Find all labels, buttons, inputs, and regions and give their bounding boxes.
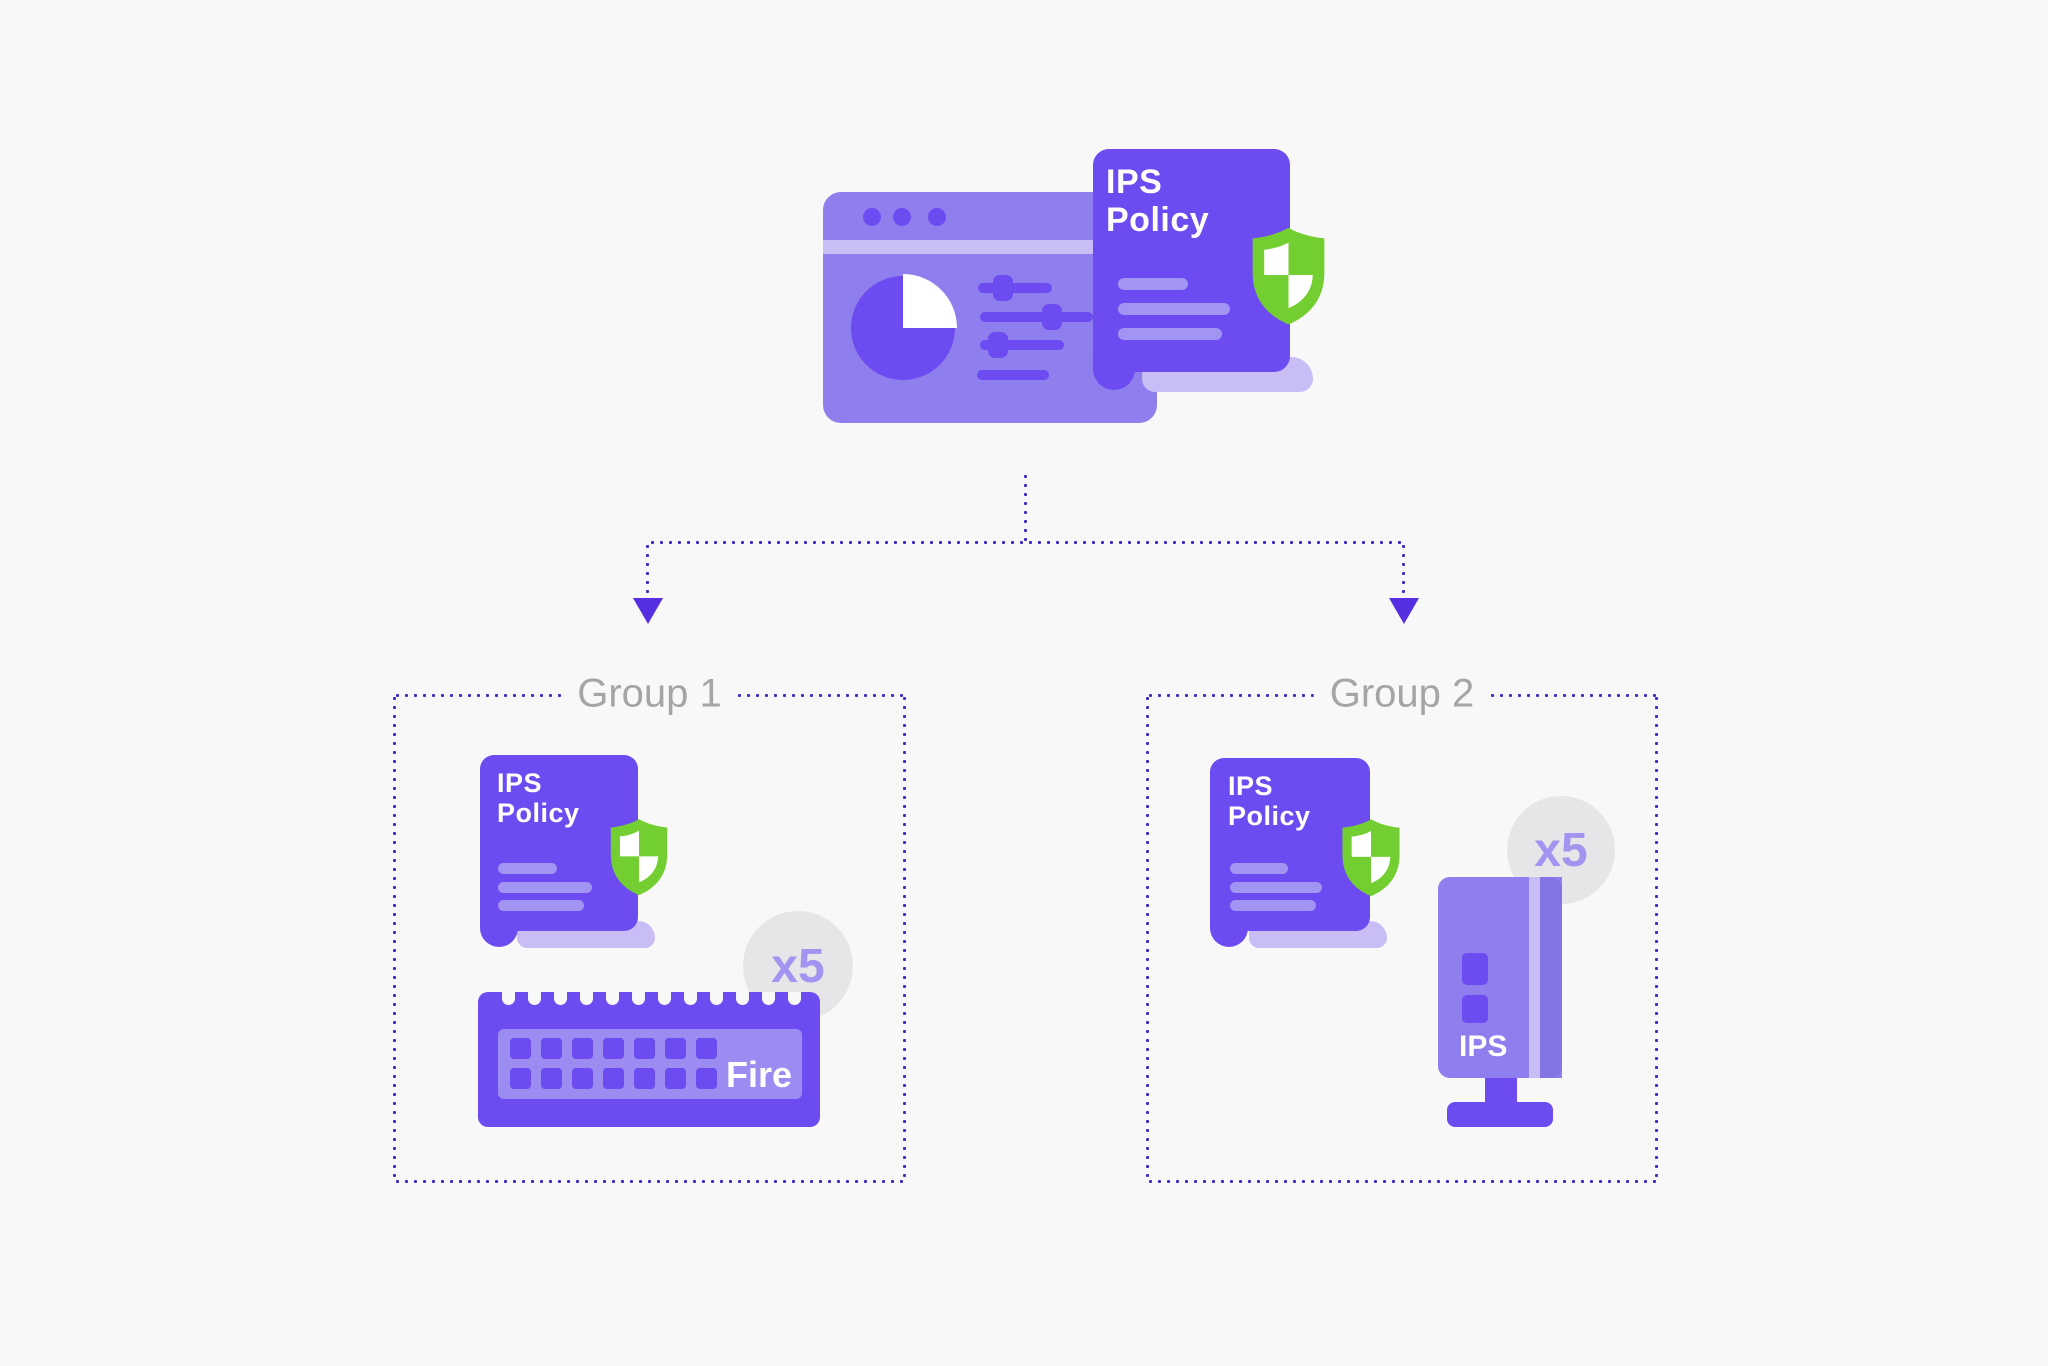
firewall-port xyxy=(696,1038,717,1059)
count-badge-text: x5 xyxy=(771,939,825,993)
document-text-line xyxy=(1118,278,1188,290)
group-label: Group 2 xyxy=(1313,671,1491,717)
slider-knob xyxy=(1042,304,1062,330)
group-box-border xyxy=(1146,1180,1658,1183)
document-text-line xyxy=(1230,882,1322,893)
arrow-down-icon xyxy=(1389,598,1419,624)
firewall-port xyxy=(696,1068,717,1089)
connector-drop-line-left xyxy=(646,542,649,598)
group-box-border xyxy=(1655,694,1658,1183)
appliance-button xyxy=(1462,953,1488,985)
firewall-tooth xyxy=(762,992,775,1005)
slider-track xyxy=(977,370,1049,380)
firewall-port xyxy=(510,1038,531,1059)
group-box-2: Group 2 xyxy=(1146,671,1658,1183)
firewall-tooth xyxy=(528,992,541,1005)
firewall-ports xyxy=(510,1038,717,1089)
document-text-line xyxy=(498,882,592,893)
ips-appliance-side xyxy=(1540,877,1562,1078)
group-label: Group 1 xyxy=(561,671,738,717)
firewall-tooth xyxy=(736,992,749,1005)
ips-appliance-stripe xyxy=(1529,877,1540,1078)
appliance-button xyxy=(1462,995,1488,1023)
firewall-port xyxy=(603,1038,624,1059)
group-box-1: Group 1 xyxy=(393,671,906,1183)
firewall-tooth xyxy=(502,992,515,1005)
firewall-port xyxy=(572,1068,593,1089)
document-text-line xyxy=(1118,303,1230,315)
firewall-tooth xyxy=(788,992,801,1005)
slider-track xyxy=(980,312,1093,322)
policy-document-title: IPS Policy xyxy=(497,768,580,828)
window-dot-icon xyxy=(893,208,911,226)
firewall-teeth xyxy=(502,992,801,1005)
window-dot-icon xyxy=(928,208,946,226)
firewall-port xyxy=(634,1038,655,1059)
firewall-tooth xyxy=(606,992,619,1005)
document-text-line xyxy=(1118,328,1222,340)
slider-track xyxy=(980,340,1064,350)
slider-knob xyxy=(993,275,1013,301)
firewall-tooth xyxy=(658,992,671,1005)
firewall-port xyxy=(634,1068,655,1089)
document-text-line xyxy=(498,900,584,911)
policy-document-title: IPS Policy xyxy=(1228,771,1311,831)
document-text-line xyxy=(1230,900,1316,911)
appliance-base xyxy=(1447,1102,1553,1127)
firewall-tooth xyxy=(710,992,723,1005)
connector-branch-line xyxy=(648,541,1405,544)
group-box-border xyxy=(393,1180,906,1183)
firewall-port xyxy=(572,1038,593,1059)
slider-track xyxy=(978,283,1052,293)
count-badge-text: x5 xyxy=(1534,823,1588,877)
appliance-label: IPS xyxy=(1459,1030,1508,1063)
policy-document-title: IPS Policy xyxy=(1106,163,1210,239)
shield-check-icon xyxy=(1252,227,1325,325)
firewall-port xyxy=(541,1068,562,1089)
group-box-border xyxy=(1146,694,1149,1183)
connector-drop-line-right xyxy=(1402,542,1405,598)
connector-stem-line xyxy=(1024,472,1027,542)
firewall-port xyxy=(603,1068,624,1089)
document-text-line xyxy=(1230,863,1288,874)
group-box-border xyxy=(903,694,906,1183)
firewall-tooth xyxy=(554,992,567,1005)
shield-check-icon xyxy=(610,819,668,896)
toolbar-stripe xyxy=(823,240,1157,254)
firewall-tooth xyxy=(684,992,697,1005)
window-dot-icon xyxy=(863,208,881,226)
slider-knob xyxy=(988,332,1008,358)
group-box-border xyxy=(393,694,396,1183)
firewall-port xyxy=(541,1038,562,1059)
firewall-port xyxy=(665,1038,686,1059)
shield-check-icon xyxy=(1342,819,1400,897)
firewall-label: Fire xyxy=(726,1054,793,1095)
firewall-port xyxy=(510,1068,531,1089)
pie-chart-slice xyxy=(903,274,957,328)
firewall-tooth xyxy=(580,992,593,1005)
arrow-down-icon xyxy=(633,598,663,624)
firewall-tooth xyxy=(632,992,645,1005)
firewall-port xyxy=(665,1068,686,1089)
document-text-line xyxy=(498,863,557,874)
